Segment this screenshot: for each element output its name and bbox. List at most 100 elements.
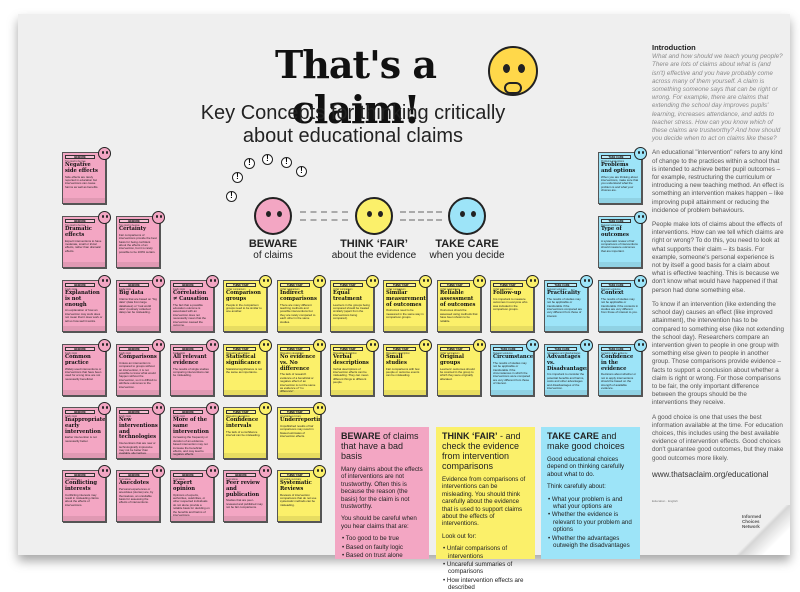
card-footer [224,326,266,331]
box-list-item: Unfair comparisons of interventions [442,545,529,560]
card-body: Statistical significance is not the same… [226,366,262,374]
card-footer [599,198,641,203]
box-list-item: Too good to be true [341,535,423,542]
card-category-label: BEWARE [173,410,203,414]
card-body: Increasing the frequency or duration of … [173,435,209,457]
think-fair-face-icon [526,275,539,288]
introduction-heading: Introduction [652,43,696,52]
card-category-label: THINK ‘FAIR’ [440,347,470,351]
card-title: Type of outcomes [601,226,629,238]
card-title: Comparison groups [226,290,261,302]
arrow-icon [400,211,442,213]
box-text: Evidence from comparisons of interventio… [442,476,526,528]
box-heading: TAKE CARE and make good choices [547,431,625,451]
exclamation-bubble-icon: ! [244,158,255,169]
take-care-summary-box: TAKE CARE and make good choices Good edu… [541,427,640,559]
card-category-label: TAKE CARE [547,347,577,351]
beware-face-icon [254,197,292,235]
card-footer [63,326,105,331]
take-care-face-icon [526,339,539,352]
card-body: An explanation of how an intervention ma… [65,308,103,323]
card-footer [438,326,480,331]
card-body: A systematic review of fair comparisons … [601,238,638,253]
card-footer [278,516,320,521]
card-group-label: Unfair comparison [440,288,460,291]
card-title: Explanation is not enough [65,290,100,308]
card-category-label: TAKE CARE [493,347,523,351]
card-title: Certainty [119,226,147,232]
edition-label: Education · English [652,498,678,503]
card-footer [63,516,105,521]
card-title: Verbal descriptions [333,354,369,366]
card-footer [438,390,480,395]
card-body: The fact that a possible education outco… [173,302,206,328]
website-link[interactable]: www.thatsaclaim.org/educational [652,469,769,479]
card-body: The results of studies may not be applic… [547,296,583,318]
think-fair-face-icon [473,275,486,288]
card-category-label: TAKE CARE [601,155,631,159]
card-title: Advantages vs. Disadvantages [547,354,588,372]
card-category-label: BEWARE [119,410,149,414]
card-category-label: BEWARE [119,347,149,351]
beware-face-icon [152,402,165,415]
box-list-item: Uncareful summaries of comparisons [442,561,529,576]
box-list-item: How intervention effects are described [442,577,529,592]
card-body: Verbal descriptions of intervention effe… [333,366,369,385]
card-title: Negative side effects [65,162,98,174]
card-group-label: Too good to be true [65,160,86,163]
card-title: No evidence vs. No difference [280,354,316,372]
card-category-label: BEWARE [65,410,95,414]
card-footer [384,326,426,331]
card-group-label: Relevant evidence [547,288,567,291]
card-category-label: BEWARE [173,473,203,477]
stage-title: TAKE CARE [435,238,499,250]
card-footer [224,390,266,395]
beware-face-icon [98,339,111,352]
card-category-label: BEWARE [173,283,203,287]
box-text: You should be careful when you hear clai… [341,515,417,530]
card-title: All relevant evidence [173,354,207,366]
card-group-label: Faulty logic [65,352,78,355]
card-footer [63,262,105,267]
card-footer [117,390,159,395]
think-fair-face-icon [355,197,393,235]
card-title: Practicality [547,290,581,296]
card-body: The results of studies may not be applic… [493,360,531,386]
subtitle-line-1: Key Concepts for thinking critically [200,102,506,124]
card-category-label: THINK ‘FAIR’ [226,410,256,414]
card-group-label: Faulty logic [173,288,186,291]
think-fair-face-icon [419,275,432,288]
card-footer [117,453,159,458]
beware-face-icon [152,275,165,288]
card-group-label: Problems and options [601,160,625,163]
card-category-label: THINK ‘FAIR’ [280,347,310,351]
beware-face-icon [98,211,111,224]
take-care-face-icon [580,339,593,352]
card-title: New interventions and technologies [119,417,158,441]
card-footer [545,390,587,395]
card-group-label: Relevant evidence [601,288,621,291]
introduction-paragraph: A good choice is one that uses the best … [652,413,784,462]
card-body: People in the comparison groups need to … [226,302,262,314]
arrow-icon [300,219,348,221]
beware-face-icon [98,402,111,415]
card-category-label: BEWARE [119,473,149,477]
card-group-label: Certainty of the evidence [601,352,628,355]
card-footer [171,326,213,331]
card-title: Problems and options [601,162,636,174]
card-category-label: BEWARE [65,283,95,287]
box-list-item: Whether the advantages outweigh the disa… [547,535,634,550]
beware-face-icon [152,339,165,352]
card-group-label: Advantages and disadvantages [547,352,581,355]
